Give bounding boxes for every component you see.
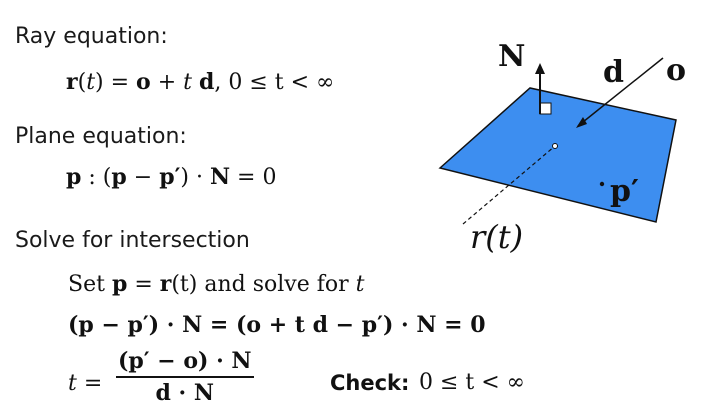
intersection-point — [552, 143, 558, 149]
normal-arrow-head — [535, 63, 545, 74]
ray-plus: + — [150, 70, 184, 95]
direction-label: d — [603, 55, 624, 90]
pprime-point — [599, 181, 605, 187]
solve-heading: Solve for intersection — [15, 228, 250, 253]
plane-normal-symbol: N — [209, 164, 231, 190]
solve-r-symbol: r — [159, 271, 172, 297]
plane-colon: : ( — [81, 165, 112, 190]
origin-label: o — [666, 53, 686, 88]
ray-equation: r(t) = o + t d, 0 ≤ t < ∞ — [66, 69, 335, 95]
plane-dot: ) · — [180, 165, 210, 190]
right-angle-marker — [539, 102, 552, 115]
solve-line-1: Set p = r(t) and solve for t — [68, 273, 364, 296]
ray-equals: = — [103, 70, 137, 95]
fraction-denominator: d · N — [155, 379, 214, 406]
plane-tail: = 0 — [230, 165, 277, 190]
check-label: Check: — [330, 371, 410, 395]
fraction-numerator: (p′ − o) · N — [118, 348, 252, 374]
plane-p2-symbol: p — [111, 164, 127, 190]
solve-line-2: (p − p′) · N = (o + t d − p′) · N = 0 — [68, 312, 486, 338]
ray-t-arg: t — [86, 70, 96, 95]
ray-label: r(t) — [470, 218, 523, 256]
plane-shape — [438, 87, 677, 223]
plane-minus: − — [126, 165, 160, 190]
solve-t-lhs: t = — [68, 371, 103, 396]
solve-p-symbol: p — [111, 271, 128, 297]
plane-p-symbol: p — [66, 164, 82, 190]
ray-r-symbol: r — [66, 69, 78, 95]
solve-t-fraction: (p′ − o) · N d · N — [116, 350, 254, 404]
normal-label: N — [498, 39, 525, 74]
ray-origin-symbol: o — [136, 69, 151, 95]
plane-equation-heading: Plane equation: — [15, 124, 187, 149]
direction-arrow-head — [576, 117, 587, 128]
solve-set-text: Set — [68, 272, 112, 297]
solve-equals: = — [127, 272, 160, 297]
plane-pprime-symbol: p′ — [159, 164, 181, 190]
solve-and-text: (t) and solve for — [171, 272, 356, 297]
ray-equation-heading: Ray equation: — [15, 24, 168, 49]
ray-t-symbol: t — [183, 70, 192, 95]
fraction-bar — [116, 376, 254, 378]
point-label: p′ — [610, 174, 639, 209]
ray-range: , 0 ≤ t < ∞ — [214, 70, 335, 95]
solve-t-symbol: t — [355, 272, 365, 297]
ray-direction-symbol: d — [199, 69, 215, 95]
plane-equation: p : (p − p′) · N = 0 — [66, 166, 276, 189]
direction-arrow-shaft — [577, 57, 664, 127]
ray-line-dashed — [462, 145, 556, 225]
check-expression: 0 ≤ t < ∞ — [419, 370, 526, 395]
